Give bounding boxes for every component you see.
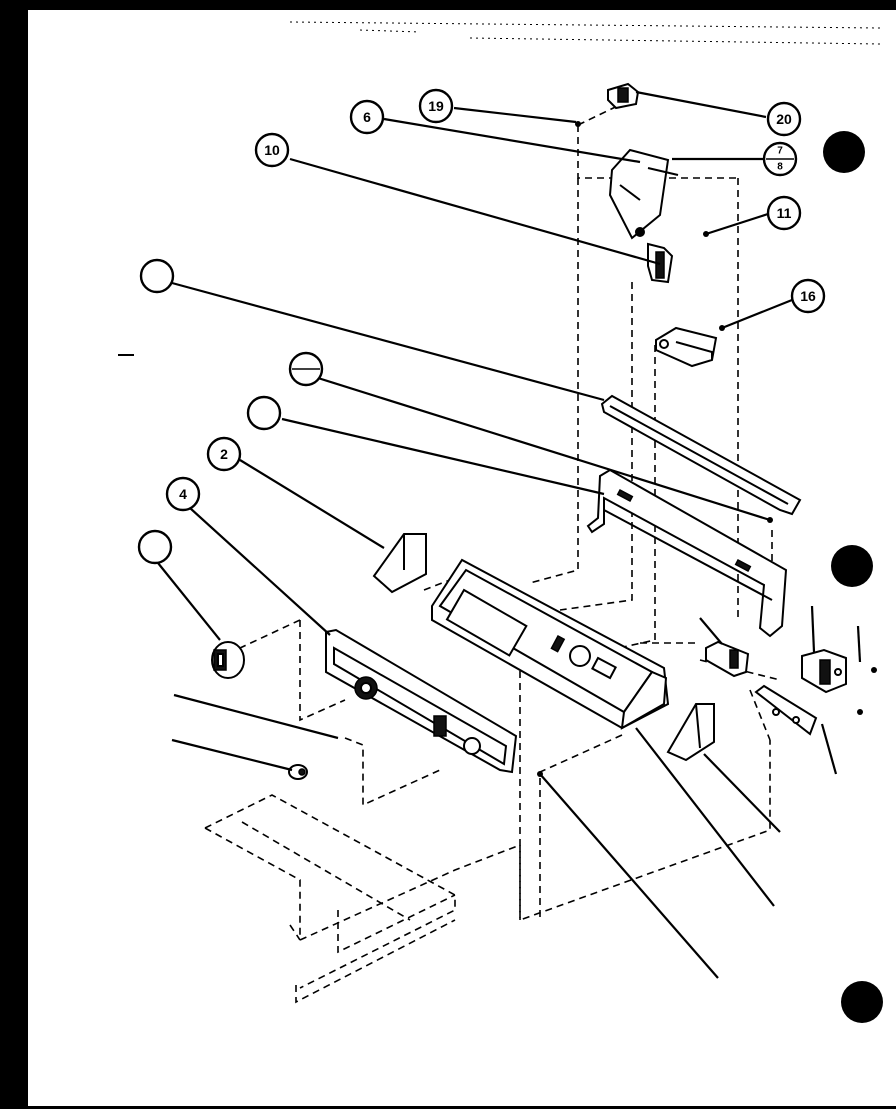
part-20-clip <box>607 82 640 110</box>
part-10-knob <box>211 641 245 679</box>
callout-24-4 <box>288 351 324 387</box>
callout-2: 2 <box>206 436 242 472</box>
leader-lines <box>157 90 862 979</box>
part-17-screw <box>575 121 581 127</box>
part-26-switch <box>705 640 750 678</box>
part-25-plate <box>754 684 818 736</box>
svg-text:6: 6 <box>363 109 371 125</box>
callout-6: 6 <box>349 99 385 135</box>
callout-16: 16 <box>790 278 826 314</box>
assembly-guide-lines <box>204 99 781 1004</box>
svg-text:8: 8 <box>777 162 783 173</box>
part-14-screw-right <box>871 667 877 673</box>
part-6-timer <box>608 148 679 240</box>
part-15-switch <box>801 648 847 694</box>
part-25-screw <box>857 709 863 715</box>
registration-dot-middle <box>831 545 873 587</box>
svg-text:16: 16 <box>800 288 816 304</box>
callout-11 <box>139 258 175 294</box>
part-18-knob <box>288 764 308 780</box>
callout-14-top: 11 <box>766 195 802 231</box>
part-4-facia <box>325 628 518 774</box>
svg-text:10: 10 <box>264 142 280 158</box>
registration-dot-top <box>823 131 865 173</box>
callout-23 <box>246 395 282 431</box>
callout-20: 20 <box>766 101 802 137</box>
callout-10: 10 10 10 10 10 10 10 10 10 10 10 10 1 <box>137 529 173 565</box>
callout-4: 4 <box>165 476 201 512</box>
callout-13: 10 <box>254 132 290 168</box>
callout-17: 19 <box>418 88 454 124</box>
part-23-back-plate <box>586 468 788 638</box>
svg-text:20: 20 <box>776 111 792 127</box>
part-1-control-panel <box>431 558 670 730</box>
part-3-end-cap <box>666 703 715 762</box>
svg-text:11: 11 <box>777 205 792 221</box>
svg-text:2: 2 <box>220 446 228 462</box>
svg-text:7: 7 <box>777 146 783 157</box>
part-2-end-cap <box>372 533 427 594</box>
callout-7-8: 7 8 <box>762 141 798 177</box>
registration-dot-bottom <box>841 981 883 1023</box>
part-11-strip <box>600 394 802 516</box>
svg-text:4: 4 <box>179 486 187 502</box>
svg-text:19: 19 <box>428 98 444 114</box>
part-16-block <box>655 326 718 368</box>
scan-noise <box>289 21 881 45</box>
